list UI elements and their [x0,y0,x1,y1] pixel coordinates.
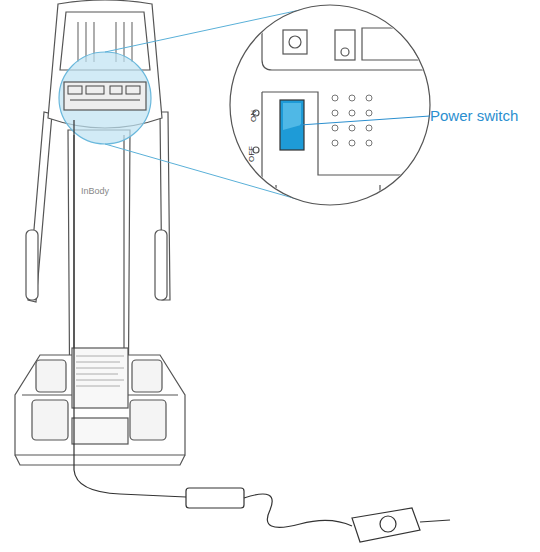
brand-logo: InBody [81,187,109,196]
switch-marking: OFF [248,146,256,162]
switch-marking: ON [250,110,258,122]
part-name: Power switch [430,108,518,123]
